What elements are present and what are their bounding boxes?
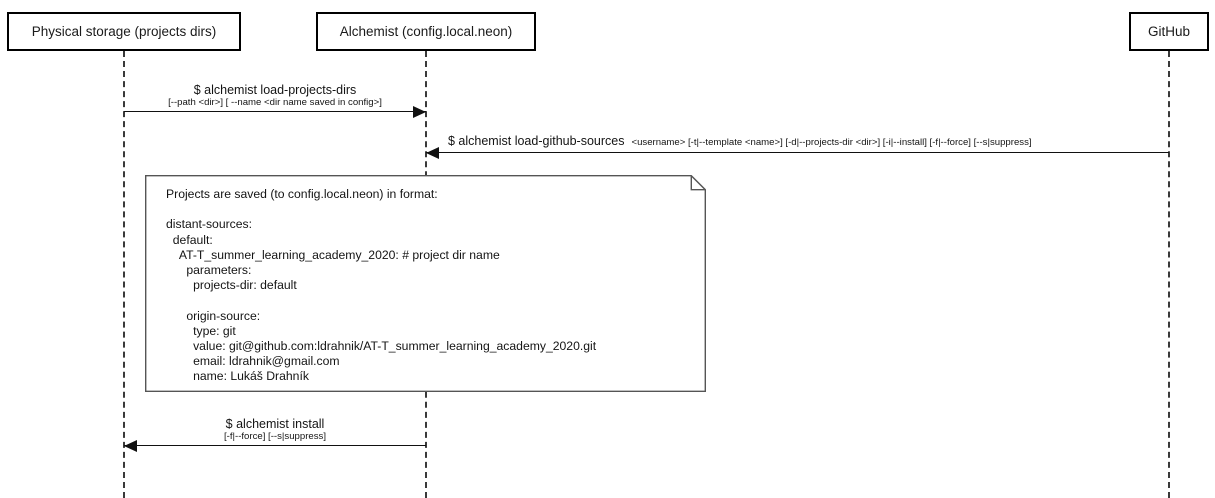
message-title: $ alchemist load-github-sources [448,133,625,148]
arrowhead-left-icon [124,439,137,452]
message-line [426,152,1169,153]
message-line [124,111,426,112]
message-title: $ alchemist install [225,417,325,432]
message-labels: $ alchemist load-projects-dirs[--path <d… [124,84,426,108]
participant-alchemist[interactable]: Alchemist (config.local.neon) [316,12,536,51]
participant-github[interactable]: GitHub [1129,12,1209,51]
message-params: [--path <dir>] [ --name <dir name saved … [168,96,382,108]
arrowhead-right-icon [413,105,426,118]
participant-label: Physical storage (projects dirs) [31,23,217,39]
note-text: Projects are saved (to config.local.neon… [166,187,597,384]
lifeline-physical-storage [123,51,125,498]
participant-label: GitHub [1147,23,1191,39]
message-title: $ alchemist load-projects-dirs [193,83,357,98]
participant-physical-storage[interactable]: Physical storage (projects dirs) [7,12,241,51]
message-labels: $ alchemist install[-f|--force] [--s|sup… [124,418,426,442]
message-params: [-f|--force] [--s|suppress] [223,430,326,442]
participant-label: Alchemist (config.local.neon) [339,23,513,39]
message-labels: $ alchemist load-github-sources <username… [448,132,1032,149]
message-params: <username> [-t|--template <name>] [-d|--… [631,136,1032,148]
note-projects-format-note: Projects are saved (to config.local.neon… [145,175,706,392]
lifeline-github [1168,51,1170,498]
note-shape [145,175,706,392]
message-line [124,445,426,446]
arrowhead-left-icon [426,146,439,159]
